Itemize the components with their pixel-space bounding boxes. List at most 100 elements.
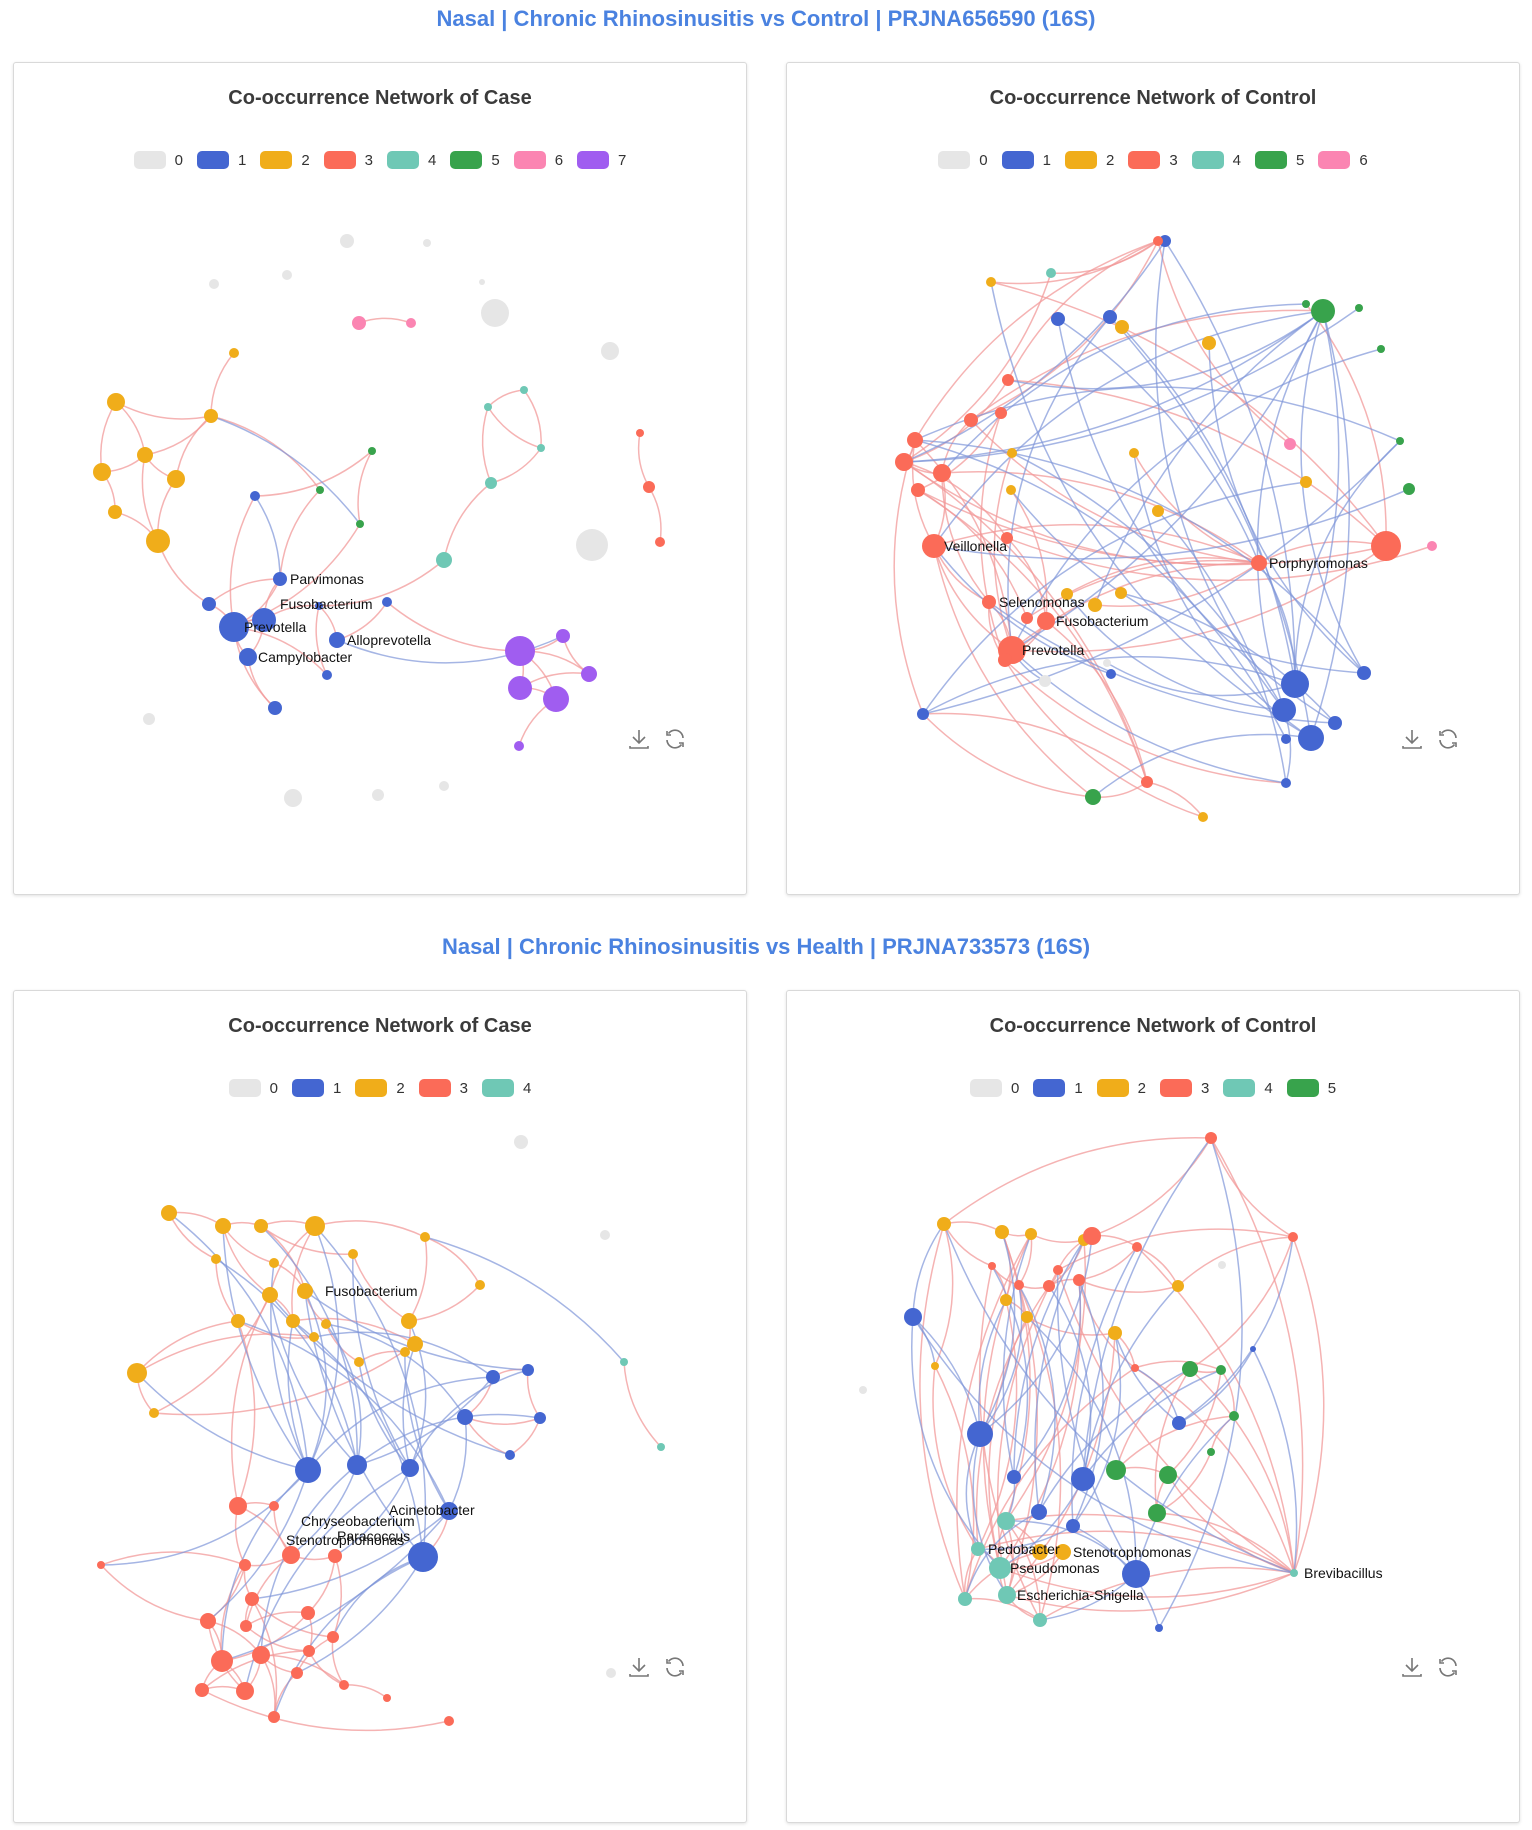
node-group-4[interactable] bbox=[537, 444, 545, 452]
node-group-3[interactable] bbox=[964, 413, 978, 427]
node-group-7[interactable] bbox=[581, 666, 597, 682]
node-group-2[interactable] bbox=[161, 1205, 177, 1221]
node-group-0[interactable] bbox=[514, 1135, 528, 1149]
node-group-2[interactable] bbox=[995, 1225, 1009, 1239]
node-group-0[interactable] bbox=[481, 299, 509, 327]
node-group-1[interactable] bbox=[486, 1370, 500, 1384]
node-group-7[interactable] bbox=[514, 741, 524, 751]
node-group-1[interactable] bbox=[202, 597, 216, 611]
node-group-0[interactable] bbox=[576, 529, 608, 561]
node-group-4[interactable] bbox=[620, 1358, 628, 1366]
node-group-1[interactable] bbox=[522, 1364, 534, 1376]
download-icon[interactable] bbox=[627, 727, 651, 751]
node-group-5[interactable] bbox=[368, 447, 376, 455]
node-group-1[interactable] bbox=[1281, 778, 1291, 788]
download-icon[interactable] bbox=[1400, 1655, 1424, 1679]
node-group-3[interactable] bbox=[268, 1711, 280, 1723]
node-group-3[interactable] bbox=[895, 453, 913, 471]
node-group-1[interactable] bbox=[1281, 734, 1291, 744]
refresh-icon[interactable] bbox=[663, 1655, 687, 1679]
node-group-1[interactable] bbox=[273, 572, 287, 586]
node-group-2[interactable] bbox=[229, 348, 239, 358]
node-group-0[interactable] bbox=[340, 234, 354, 248]
legend-item-0[interactable]: 0 bbox=[133, 151, 183, 169]
node-group-5[interactable] bbox=[1148, 1504, 1166, 1522]
node-group-1[interactable] bbox=[1122, 1560, 1150, 1588]
node-group-0[interactable] bbox=[282, 270, 292, 280]
node-group-3[interactable] bbox=[269, 1501, 279, 1511]
node-group-5[interactable] bbox=[1085, 789, 1101, 805]
node-group-1[interactable] bbox=[440, 1502, 458, 1520]
node-group-3[interactable] bbox=[988, 1262, 996, 1270]
node-group-3[interactable] bbox=[1083, 1227, 1101, 1245]
node-group-1[interactable] bbox=[904, 1308, 922, 1326]
node-group-7[interactable] bbox=[543, 686, 569, 712]
node-group-2[interactable] bbox=[1006, 485, 1016, 495]
node-group-0[interactable] bbox=[423, 239, 431, 247]
node-group-4[interactable] bbox=[520, 386, 528, 394]
node-group-3[interactable] bbox=[327, 1631, 339, 1643]
node-group-3[interactable] bbox=[240, 1620, 252, 1632]
node-group-5[interactable] bbox=[356, 520, 364, 528]
node-group-3[interactable] bbox=[1001, 532, 1013, 544]
node-group-2[interactable] bbox=[1055, 1544, 1071, 1560]
node-group-1[interactable] bbox=[1051, 312, 1065, 326]
legend-item-2[interactable]: 2 bbox=[260, 151, 310, 169]
node-group-0[interactable] bbox=[439, 781, 449, 791]
node-group-2[interactable] bbox=[1115, 587, 1127, 599]
node-group-3[interactable] bbox=[982, 595, 996, 609]
node-group-3[interactable] bbox=[655, 537, 665, 547]
node-group-3[interactable] bbox=[636, 429, 644, 437]
node-group-5[interactable] bbox=[1159, 1466, 1177, 1484]
refresh-icon[interactable] bbox=[1436, 727, 1460, 751]
legend-item-6[interactable]: 6 bbox=[513, 151, 563, 169]
legend-item-5[interactable]: 5 bbox=[1255, 151, 1304, 169]
node-group-3[interactable] bbox=[303, 1645, 315, 1657]
node-group-3[interactable] bbox=[1043, 1280, 1055, 1292]
node-group-2[interactable] bbox=[1198, 812, 1208, 822]
node-group-3[interactable] bbox=[282, 1546, 300, 1564]
node-group-1[interactable] bbox=[329, 632, 345, 648]
node-group-2[interactable] bbox=[1108, 1326, 1122, 1340]
node-group-3[interactable] bbox=[995, 407, 1007, 419]
node-group-2[interactable] bbox=[986, 277, 996, 287]
node-group-3[interactable] bbox=[1021, 612, 1033, 624]
node-group-1[interactable] bbox=[505, 1450, 515, 1460]
node-group-2[interactable] bbox=[305, 1216, 325, 1236]
node-group-3[interactable] bbox=[236, 1682, 254, 1700]
node-group-4[interactable] bbox=[997, 1512, 1015, 1530]
node-group-4[interactable] bbox=[657, 1443, 665, 1451]
node-group-0[interactable] bbox=[1039, 675, 1051, 687]
node-group-1[interactable] bbox=[1103, 310, 1117, 324]
node-group-6[interactable] bbox=[1427, 541, 1437, 551]
node-group-2[interactable] bbox=[127, 1363, 147, 1383]
node-group-1[interactable] bbox=[219, 612, 249, 642]
node-group-1[interactable] bbox=[1007, 1470, 1021, 1484]
node-group-2[interactable] bbox=[1021, 1311, 1033, 1323]
legend-item-3[interactable]: 3 bbox=[1160, 1079, 1209, 1097]
legend-item-2[interactable]: 2 bbox=[1064, 151, 1114, 169]
node-group-3[interactable] bbox=[229, 1497, 247, 1515]
node-group-2[interactable] bbox=[937, 1217, 951, 1231]
node-group-1[interactable] bbox=[295, 1457, 321, 1483]
node-group-3[interactable] bbox=[1131, 1364, 1139, 1372]
node-group-2[interactable] bbox=[1202, 336, 1216, 350]
node-group-3[interactable] bbox=[1014, 1280, 1024, 1290]
node-group-7[interactable] bbox=[508, 676, 532, 700]
node-group-2[interactable] bbox=[146, 529, 170, 553]
node-group-4[interactable] bbox=[971, 1542, 985, 1556]
node-group-1[interactable] bbox=[408, 1542, 438, 1572]
legend-item-0[interactable]: 0 bbox=[938, 151, 988, 169]
node-group-4[interactable] bbox=[989, 1557, 1011, 1579]
node-group-4[interactable] bbox=[1290, 1569, 1298, 1577]
node-group-3[interactable] bbox=[1037, 612, 1055, 630]
node-group-2[interactable] bbox=[407, 1336, 423, 1352]
legend-item-6[interactable]: 6 bbox=[1318, 151, 1368, 169]
node-group-1[interactable] bbox=[1172, 1416, 1186, 1430]
node-group-3[interactable] bbox=[200, 1613, 216, 1629]
node-group-5[interactable] bbox=[1216, 1365, 1226, 1375]
node-group-3[interactable] bbox=[383, 1694, 391, 1702]
node-group-1[interactable] bbox=[401, 1459, 419, 1477]
node-group-2[interactable] bbox=[262, 1287, 278, 1303]
download-icon[interactable] bbox=[627, 1655, 651, 1679]
